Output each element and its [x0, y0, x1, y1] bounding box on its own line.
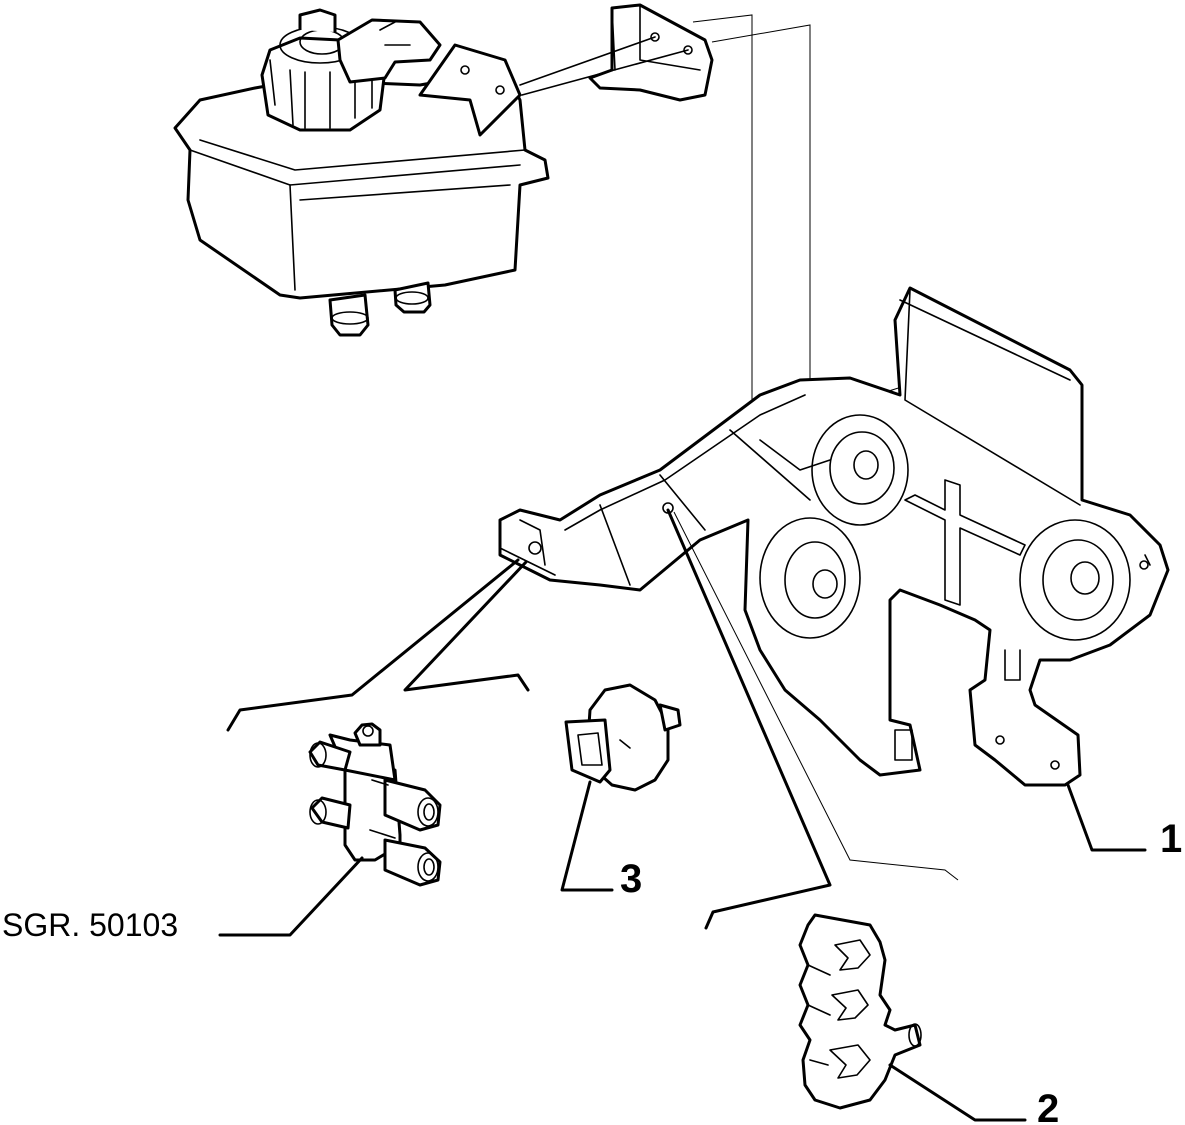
- rubber-mount: [564, 683, 682, 792]
- fluid-reservoir: [173, 8, 550, 337]
- leader-part3: [560, 780, 614, 892]
- callout-leaders: [218, 780, 1147, 1122]
- boss-upper: [811, 414, 909, 526]
- callout-reference: SGR. 50103: [2, 907, 178, 943]
- boss-right: [1019, 519, 1131, 641]
- upper-bracket: [519, 3, 714, 102]
- main-bracket: [498, 286, 1170, 787]
- callout-part3: 3: [620, 857, 642, 901]
- hole-leaders: [226, 508, 959, 930]
- boss-middle: [759, 517, 861, 639]
- distributor-valve: [308, 722, 442, 887]
- leader-reference: [218, 856, 364, 937]
- leader-part1: [1066, 783, 1147, 852]
- pipe-clip: [798, 913, 922, 1110]
- callout-part1: 1: [1160, 817, 1182, 861]
- callout-part2: 2: [1037, 1087, 1059, 1125]
- leader-part2: [888, 1063, 1027, 1122]
